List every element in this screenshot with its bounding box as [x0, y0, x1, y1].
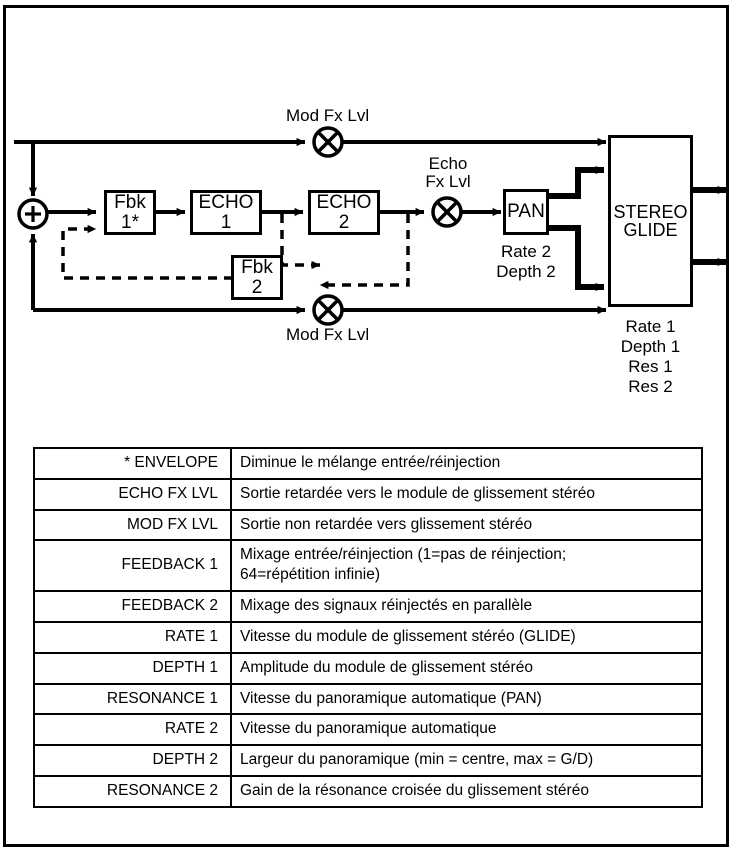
block-stereo-glide-label-line2: GLIDE: [623, 220, 678, 240]
parameter-name-cell: FEEDBACK 2: [33, 590, 232, 623]
block-echo2-label: ECHO 2: [316, 192, 372, 233]
echo-fx-lvl-label-line2: Fx Lvl: [425, 172, 471, 191]
parameter-description-cell: Mixage des signaux réinjectés en parallè…: [230, 590, 703, 623]
block-fbk1: Fbk 1*: [104, 190, 156, 235]
diagram-wires: [14, 126, 727, 326]
block-echo2: ECHO 2: [308, 190, 380, 235]
parameter-name-cell: DEPTH 1: [33, 651, 232, 685]
parameter-name-cell: FEEDBACK 1: [33, 539, 232, 593]
parameter-name-cell: MOD FX LVL: [33, 508, 232, 542]
parameter-name-cell: RESONANCE 2: [33, 775, 232, 808]
block-fbk2: Fbk 2: [231, 255, 283, 300]
pan-params-label-line1: Rate 2: [500, 242, 552, 261]
block-stereo-glide-label-line1: STEREO: [613, 201, 688, 222]
echo-fx-lvl-label-line1: Echo: [428, 154, 468, 173]
glide-params-label-line4: Res 2: [628, 377, 673, 396]
parameter-description-cell: Largeur du panoramique (min = centre, ma…: [230, 744, 703, 778]
block-pan: PAN: [503, 189, 549, 235]
pan-params-label-line2: Depth 2: [496, 262, 556, 281]
parameter-description-cell: Sortie retardée vers le module de glisse…: [230, 477, 703, 511]
parameter-description-cell: Vitesse du module de glissement stéréo (…: [230, 620, 703, 654]
parameter-name-cell: ECHO FX LVL: [33, 477, 232, 511]
parameter-description-cell: Mixage entrée/réinjection (1=pas de réin…: [230, 539, 703, 593]
block-stereo-glide: STEREO GLIDE: [608, 135, 693, 307]
parameter-description-cell: Vitesse du panoramique automatique (PAN): [230, 682, 703, 716]
glide-params-label-line2: Depth 1: [620, 337, 681, 356]
glide-params-label-line3: Res 1: [628, 357, 673, 376]
block-echo1-label: ECHO 1: [198, 192, 254, 233]
parameter-name-cell: RATE 1: [33, 620, 232, 654]
signal-flow-diagram: Fbk 1* ECHO 1 ECHO 2 Fbk 2 PAN STEREO GL…: [14, 106, 727, 396]
parameter-description-cell: Diminue le mélange entrée/réinjection: [230, 447, 703, 480]
parameter-name-cell: RESONANCE 1: [33, 682, 232, 716]
block-fbk2-label: Fbk 2: [241, 257, 273, 298]
mod-fx-lvl-top-label: Mod Fx Lvl: [286, 106, 370, 125]
parameter-description-cell: Gain de la résonance croisée du glisseme…: [230, 775, 703, 808]
block-fbk1-label: Fbk 1*: [114, 192, 146, 233]
block-echo1: ECHO 1: [190, 190, 262, 235]
parameter-description-cell: Amplitude du module de glissement stéréo: [230, 651, 703, 685]
mod-fx-lvl-bottom-label: Mod Fx Lvl: [286, 325, 370, 344]
parameter-description-cell: Vitesse du panoramique automatique: [230, 713, 703, 747]
parameter-description-cell: Sortie non retardée vers glissement stér…: [230, 508, 703, 542]
outer-border: [3, 5, 729, 847]
parameter-name-cell: * ENVELOPE: [33, 447, 232, 480]
block-pan-label: PAN: [507, 201, 545, 223]
parameter-name-cell: DEPTH 2: [33, 744, 232, 778]
parameter-name-cell: RATE 2: [33, 713, 232, 747]
glide-params-label-line1: Rate 1: [625, 317, 676, 336]
